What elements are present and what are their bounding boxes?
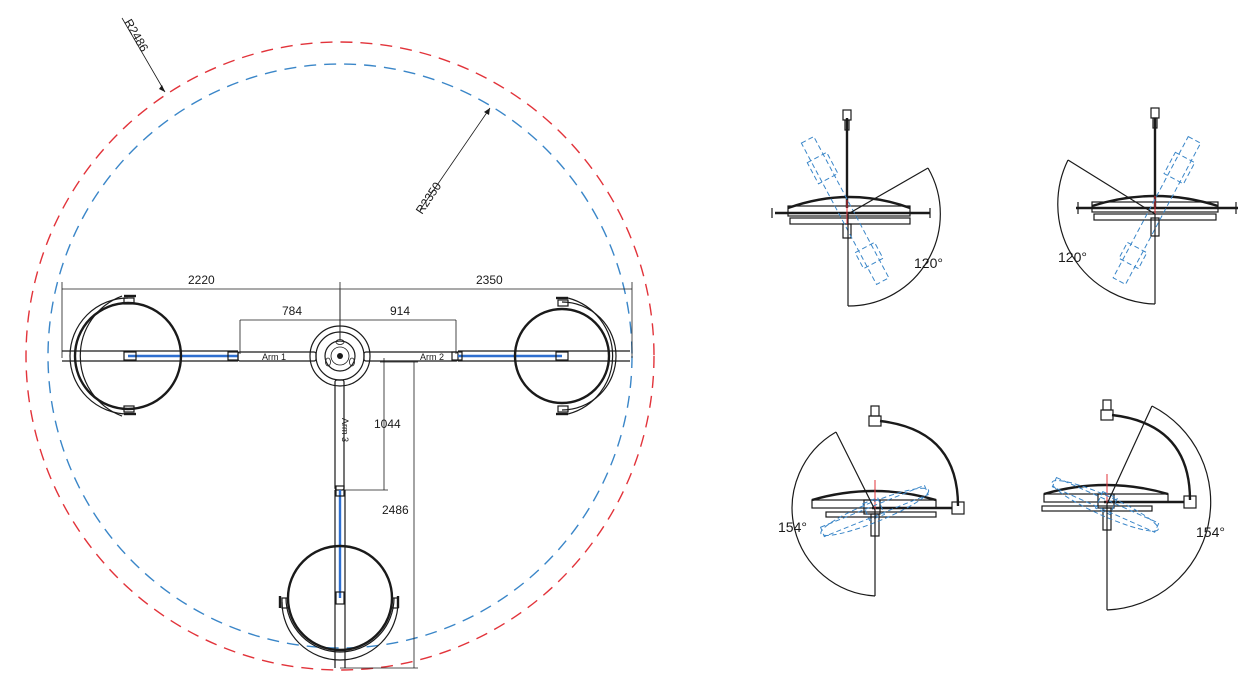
side-view-bottom-right: 154° (1041, 399, 1225, 611)
central-hub (309, 290, 371, 387)
arm-1-label: Arm 1 (262, 352, 286, 362)
side-view-bottom-left: 154° (778, 405, 965, 597)
radius-inner-label: R2350 (413, 179, 445, 216)
lamp-head-left (69, 294, 183, 417)
arm-3-label: Arm 3 (340, 418, 350, 442)
angle-bottom-left: 154° (778, 519, 807, 535)
radius-outer-leader: R2486 (121, 17, 166, 93)
dim-arm3-total: 2486 (382, 503, 409, 517)
dim-left-total: 2220 (188, 273, 215, 287)
arm-2-label: Arm 2 (420, 352, 444, 362)
dim-arm3-short: 1044 (374, 417, 401, 431)
outer-reach-circle (25, 41, 655, 671)
radius-inner-leader: R2350 (413, 107, 491, 217)
plan-view: R2486 R2350 2220 2350 784 914 (25, 17, 655, 671)
radius-outer-label: R2486 (121, 17, 151, 55)
dim-right-total: 2350 (476, 273, 503, 287)
angle-top-left: 120° (914, 255, 943, 271)
dimension-lines: 2220 2350 784 914 1044 2486 (61, 273, 633, 669)
dim-left-arm: 784 (282, 304, 302, 318)
lamp-head-bottom (278, 544, 400, 661)
angle-top-right: 120° (1058, 249, 1087, 265)
side-view-top-right: 120° (1057, 107, 1238, 305)
lamp-head-right (513, 296, 617, 416)
dim-right-arm: 914 (390, 304, 410, 318)
angle-bottom-right: 154° (1196, 524, 1225, 540)
side-view-top-left: 120° (771, 109, 943, 307)
